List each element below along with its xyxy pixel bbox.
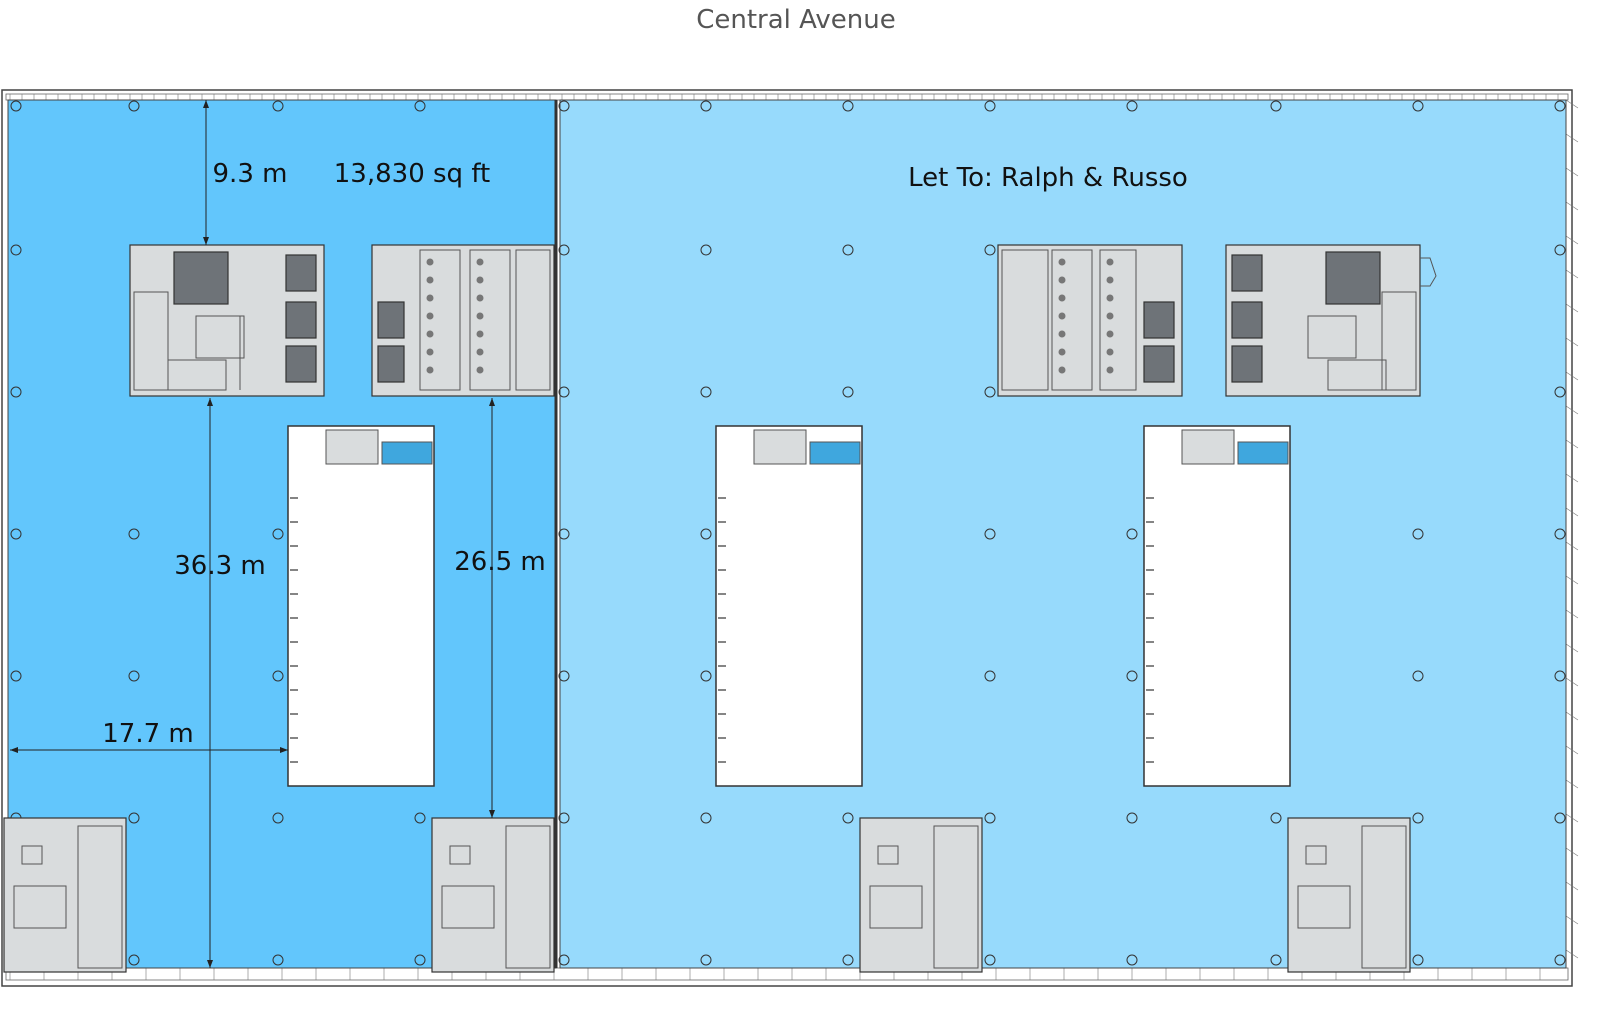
column-marker — [1126, 528, 1138, 540]
column-marker — [558, 670, 570, 682]
column-marker — [700, 812, 712, 824]
column-marker — [1412, 954, 1424, 966]
dimension-lines — [10, 100, 495, 968]
column-marker — [128, 528, 140, 540]
column-marker — [1412, 812, 1424, 824]
column-marker — [984, 528, 996, 540]
column-marker — [1554, 386, 1566, 398]
column-marker — [1126, 100, 1138, 112]
column-marker — [128, 812, 140, 824]
column-marker — [558, 954, 570, 966]
column-marker — [272, 528, 284, 540]
column-marker — [128, 954, 140, 966]
column-marker — [1554, 244, 1566, 256]
column-marker — [414, 100, 426, 112]
column-marker — [272, 954, 284, 966]
column-marker — [984, 954, 996, 966]
column-marker — [272, 812, 284, 824]
column-marker — [272, 670, 284, 682]
dimension-label-depth-top: 9.3 m — [213, 159, 288, 189]
column-marker — [1554, 100, 1566, 112]
column-marker — [700, 386, 712, 398]
column-marker — [128, 670, 140, 682]
atrium-void-right — [1143, 425, 1291, 787]
column-marker — [1554, 670, 1566, 682]
column-marker — [700, 528, 712, 540]
column-marker — [128, 100, 140, 112]
column-marker — [414, 812, 426, 824]
column-marker — [414, 954, 426, 966]
dimension-label-width: 17.7 m — [102, 719, 193, 749]
column-marker — [842, 100, 854, 112]
column-marker — [1412, 100, 1424, 112]
core-lift-right — [1225, 244, 1437, 397]
column-marker — [1270, 100, 1282, 112]
available-area-label: 13,830 sq ft — [334, 159, 490, 189]
column-marker — [558, 386, 570, 398]
column-marker — [842, 812, 854, 824]
column-marker — [842, 386, 854, 398]
column-marker — [842, 954, 854, 966]
column-marker — [1270, 954, 1282, 966]
column-marker — [1412, 670, 1424, 682]
column-marker — [1554, 954, 1566, 966]
column-marker — [700, 244, 712, 256]
column-marker — [1270, 812, 1282, 824]
column-marker — [984, 100, 996, 112]
stair-core-1 — [3, 817, 127, 973]
column-marker — [984, 812, 996, 824]
column-marker — [558, 244, 570, 256]
column-marker — [558, 812, 570, 824]
core-toilets-right — [997, 244, 1183, 397]
column-marker — [1126, 954, 1138, 966]
column-marker — [1412, 528, 1424, 540]
column-marker — [1554, 812, 1566, 824]
column-marker — [10, 528, 22, 540]
stair-core-3 — [859, 817, 983, 973]
core-lift-left — [129, 244, 325, 397]
dimension-label-depth-right: 26.5 m — [454, 547, 545, 577]
column-marker — [842, 244, 854, 256]
column-marker — [1126, 812, 1138, 824]
column-marker — [10, 244, 22, 256]
column-marker — [1554, 528, 1566, 540]
column-marker — [558, 100, 570, 112]
column-marker — [984, 670, 996, 682]
column-marker — [1126, 670, 1138, 682]
column-marker — [10, 386, 22, 398]
atrium-void-center — [715, 425, 863, 787]
column-marker — [700, 954, 712, 966]
core-toilets-left — [371, 244, 555, 397]
stair-core-2 — [431, 817, 555, 973]
column-marker — [558, 528, 570, 540]
column-marker — [700, 670, 712, 682]
column-marker — [700, 100, 712, 112]
column-marker — [984, 244, 996, 256]
stair-core-4 — [1287, 817, 1411, 973]
tenant-label: Let To: Ralph & Russo — [908, 163, 1188, 193]
street-label: Central Avenue — [696, 5, 896, 35]
column-marker — [272, 100, 284, 112]
column-marker — [10, 100, 22, 112]
atrium-void-left — [287, 425, 435, 787]
dimension-label-depth-left: 36.3 m — [174, 551, 265, 581]
column-marker — [984, 386, 996, 398]
column-marker — [10, 670, 22, 682]
